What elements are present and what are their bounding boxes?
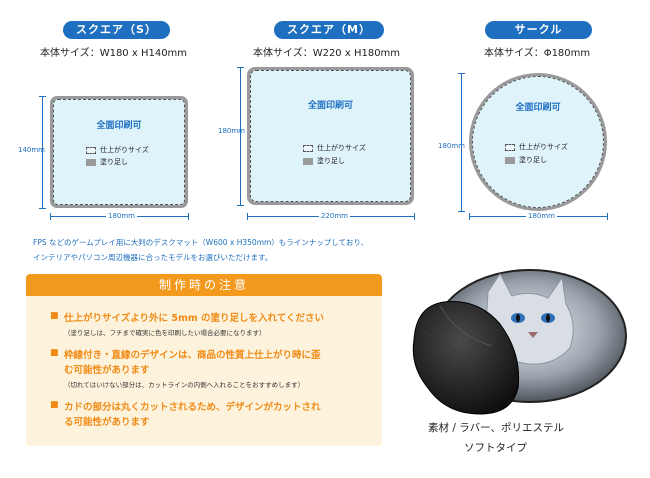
legend-bleed-swatch [86,158,96,166]
caution-item-3-main-2: る可能性があります [64,417,150,428]
caution-title: 制作時の注意 [26,274,382,296]
caution-item-1-main: 仕上がりサイズより外に 5mm の塗り足しを入れてください [64,313,324,324]
legend-finish: 仕上がりサイズ [303,143,366,153]
tick [607,213,608,220]
variant-s-height-label: 140mm [18,146,45,154]
print-area-label: 全面印刷可 [96,121,142,131]
tick [237,205,244,206]
variant-circle-label: サークル [485,21,592,39]
legend-bleed-swatch [505,156,515,164]
legend-finish-swatch [505,143,515,151]
note-line-2: インテリアやパソコン周辺機器に合ったモデルをお選びいただけます。 [33,253,273,262]
tick [458,73,465,74]
caution-item-3-main-1: カドの部分は丸くカットされるため、デザインがカットされ [64,402,321,413]
tick [414,213,415,220]
caution-item-2-sub: （切れてはいけない部分は、カットラインの内側へ入れることをおすすめします） [64,381,305,389]
variant-m-width-label: 220mm [319,212,350,220]
caution-item-2-main-2: む可能性があります [64,365,150,376]
caution-box: 制作時の注意 ■ 仕上がりサイズより外に 5mm の塗り足しを入れてください （… [26,274,382,446]
variant-circle-width-label: 180mm [526,212,557,220]
variant-s-height-line [42,96,43,208]
variant-circle-height-line [461,73,462,211]
material-type-caption: ソフトタイプ [464,442,527,454]
variant-s-width-label: 180mm [106,212,137,220]
tick [188,213,189,220]
legend-bleed: 塗り足し [505,155,547,165]
tick [50,213,51,220]
tick [39,208,46,209]
legend-finish-swatch [86,146,96,154]
variant-m-height-line [240,67,241,205]
caution-item-1-sub: （塗り足しは、フチまで確実に色を印刷したい場合必要になります） [64,329,266,337]
variant-m-size: 本体サイズ：W220 x H180mm [253,48,401,59]
legend-finish-swatch [303,144,313,152]
variant-circle-height-label: 180mm [438,142,465,150]
variant-s-label: スクエア（S） [63,21,170,39]
tick [247,213,248,220]
tick [469,213,470,220]
tick [237,67,244,68]
product-photo [412,269,627,415]
material-caption: 素材 / ラバー、ポリエステル [428,422,565,434]
legend-bleed: 塗り足し [303,156,345,166]
caution-item-2-main-1: 枠線付き・直線のデザインは、商品の性質上仕上がり時に歪 [64,350,321,361]
legend-bleed: 塗り足し [86,157,128,167]
bullet-icon: ■ [50,311,59,321]
tick [458,211,465,212]
note-line-1: FPS などのゲームプレイ用に大判のデスクマット（W600 x H350mm）も… [33,238,369,247]
legend-finish: 仕上がりサイズ [86,145,149,155]
pad-square-m: 全面印刷可 仕上がりサイズ 塗り足し [247,67,414,205]
print-area-label: 全面印刷可 [307,101,353,111]
mouse-image [412,300,520,415]
pad-square-s: 全面印刷可 仕上がりサイズ 塗り足し [50,96,188,208]
variant-m-label: スクエア（M） [274,21,384,39]
pad-circle: 全面印刷可 仕上がりサイズ 塗り足し [469,73,607,211]
print-area-label: 全面印刷可 [515,103,561,113]
variant-circle-size: 本体サイズ：Φ180mm [484,48,591,59]
tick [39,96,46,97]
legend-bleed-swatch [303,157,313,165]
bullet-icon: ■ [50,400,59,410]
variant-s-size: 本体サイズ：W180 x H140mm [40,48,188,59]
bullet-icon: ■ [50,348,59,358]
variant-m-height-label: 180mm [218,127,245,135]
legend-finish: 仕上がりサイズ [505,142,568,152]
